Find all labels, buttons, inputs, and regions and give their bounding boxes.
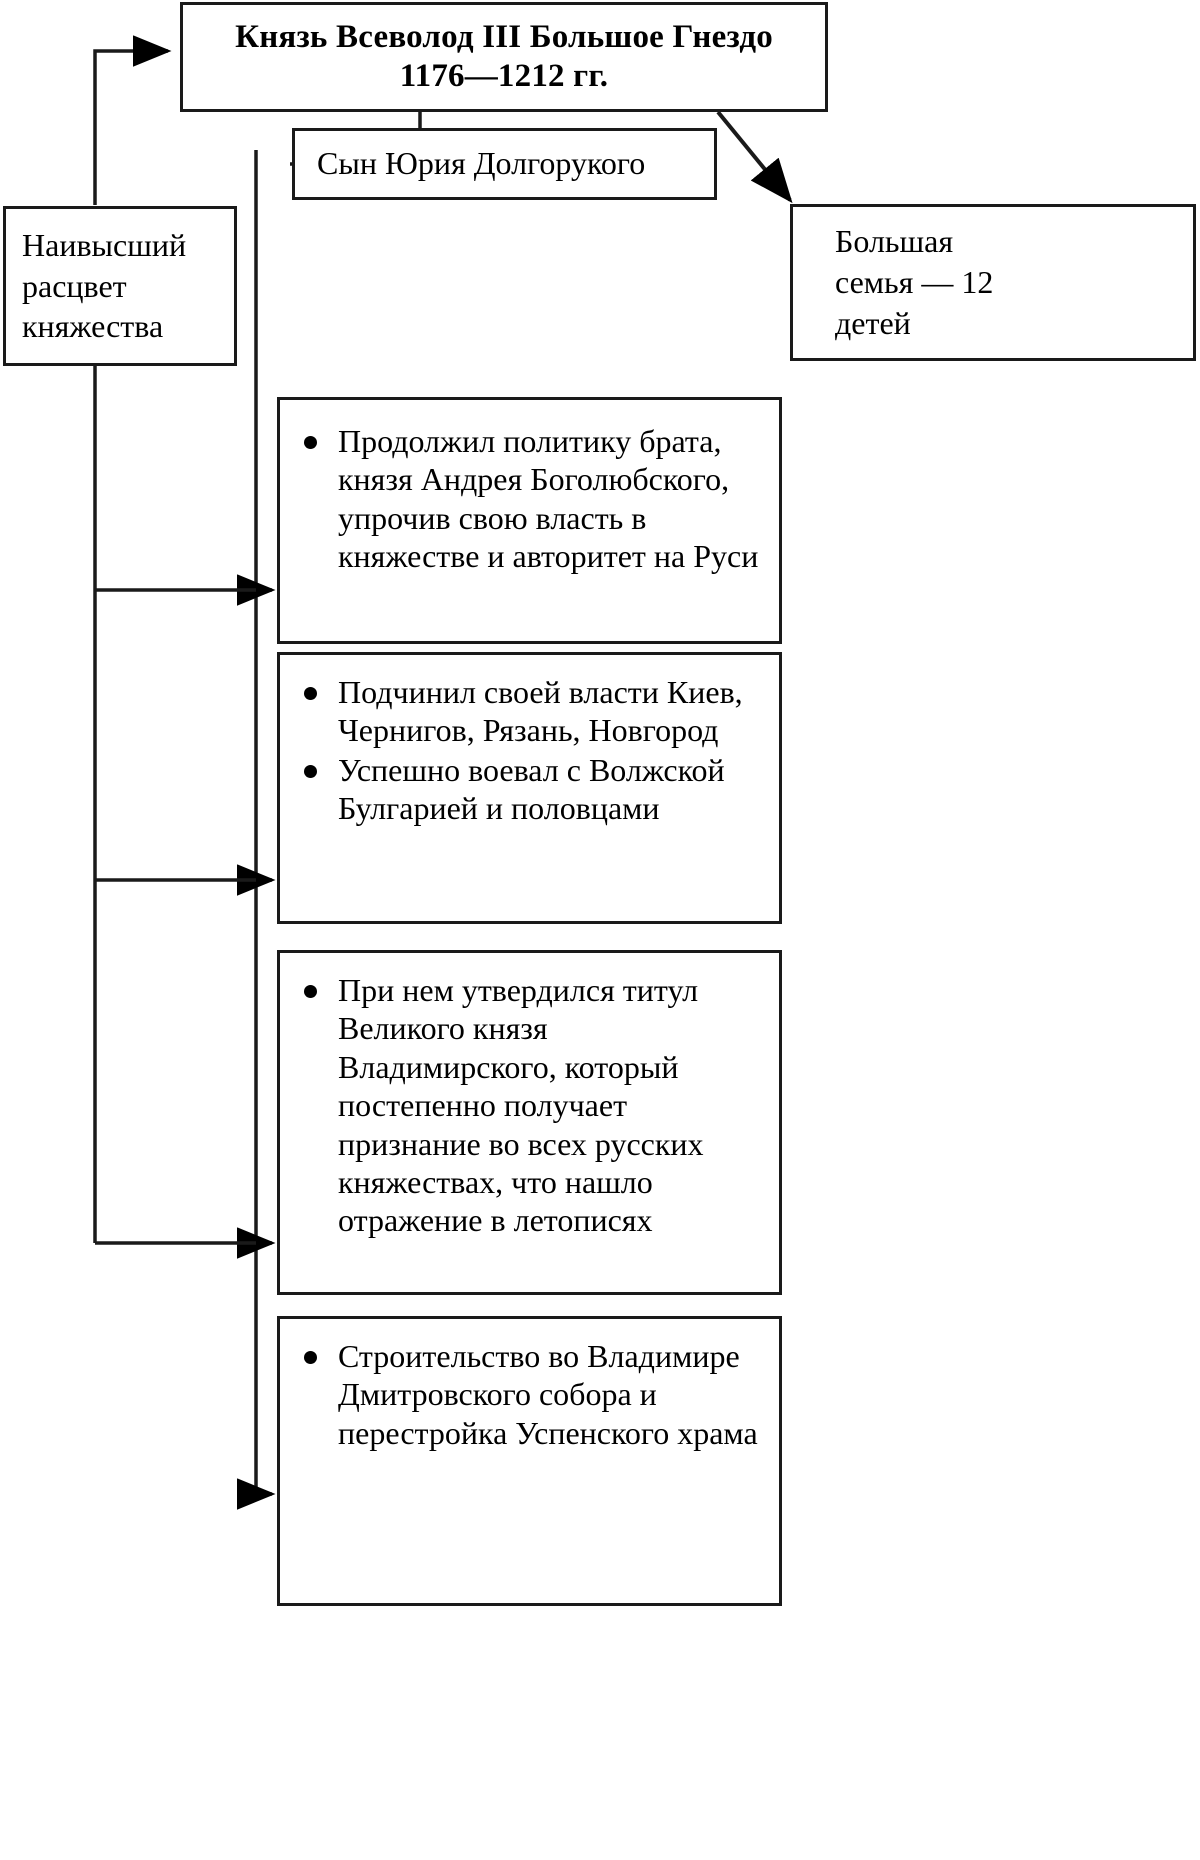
achievement-list-4: Строительство во Владимире Дмитровского … (280, 1337, 779, 1453)
bullet-dot-icon (304, 436, 317, 449)
bullet-dot-icon (304, 764, 317, 778)
achievement-list-3: При нем утвердился титул Великого князя … (280, 971, 779, 1241)
list-item: Продолжил политику брата, князя Андрея Б… (300, 422, 765, 576)
achievement-text: Строительство во Владимире Дмитровского … (338, 1338, 758, 1451)
family-line-3: детей (835, 304, 911, 341)
achievement-text: При нем утвердился титул Великого князя … (338, 972, 704, 1239)
son-of-yuri-text: Сын Юрия Долгорукого (317, 145, 646, 182)
list-item: Строительство во Владимире Дмитровского … (300, 1337, 765, 1452)
prince-title-line-1: Князь Всеволод III Большое Гнездо (235, 19, 773, 56)
achievement-list-1: Продолжил политику брата, князя Андрея Б… (280, 418, 779, 577)
achievement-text: Успешно воевал с Волжской Булгарией и по… (338, 751, 725, 827)
son-of-yuri-box: Сын Юрия Долгорукого (292, 128, 717, 200)
wire-title-to-family (716, 110, 793, 204)
heyday-box: Наивысший расцвет княжества (3, 206, 237, 366)
wire-heyday-to-title (93, 35, 172, 205)
bullet-dot-icon (304, 687, 317, 700)
heyday-line-2: расцвет (22, 267, 127, 304)
achievement-list-2: Подчинил своей власти Киев, Чернигов, Ря… (280, 673, 779, 829)
heyday-line-1: Наивысший (22, 226, 187, 263)
list-item: Успешно воевал с Волжской Булгарией и по… (300, 751, 765, 828)
prince-reign-years: 1176—1212 гг. (399, 58, 609, 94)
achievement-box-1: Продолжил политику брата, князя Андрея Б… (277, 397, 782, 644)
achievement-box-2: Подчинил своей власти Киев, Чернигов, Ря… (277, 652, 782, 924)
prince-title-box: Князь Всеволод III Большое Гнездо 1176—1… (180, 2, 828, 112)
bullet-dot-icon (304, 1351, 317, 1364)
bullet-dot-icon (304, 985, 317, 998)
family-line-2: семья — 12 (835, 264, 994, 301)
list-item: При нем утвердился титул Великого князя … (300, 971, 765, 1240)
achievement-text: Продолжил политику брата, князя Андрея Б… (338, 423, 759, 575)
family-line-1: Большая (835, 223, 954, 260)
achievement-box-4: Строительство во Владимире Дмитровского … (277, 1316, 782, 1606)
heyday-line-3: княжества (22, 308, 164, 345)
achievement-box-3: При нем утвердился титул Великого князя … (277, 950, 782, 1295)
list-item: Подчинил своей власти Киев, Чернигов, Ря… (300, 673, 765, 750)
large-family-box: Большая семья — 12 детей (790, 204, 1196, 361)
achievement-text: Подчинил своей власти Киев, Чернигов, Ря… (338, 674, 743, 749)
